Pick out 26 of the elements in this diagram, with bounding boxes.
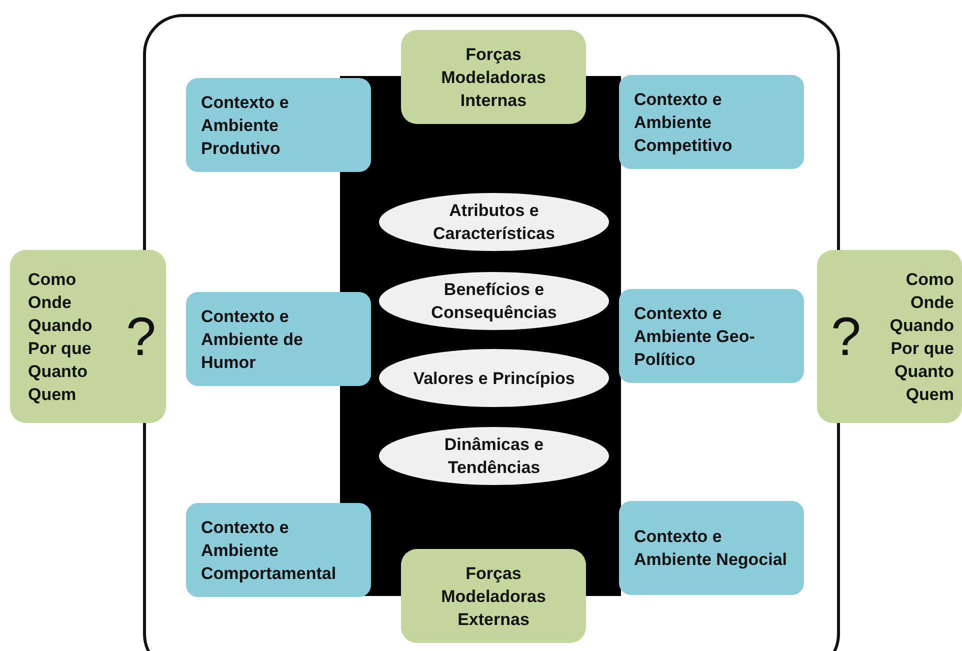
rounded-box <box>186 503 371 597</box>
rounded-box <box>186 78 371 172</box>
box-text: Forças Modeladoras Internas <box>440 44 547 112</box>
rounded-box <box>619 75 804 169</box>
question-mark: ? <box>126 306 156 366</box>
box-text: Contexto e Ambiente Comportamental <box>201 516 338 584</box>
rounded-box <box>817 250 962 423</box>
box-text: Benefícios e Consequências <box>430 279 558 324</box>
box-text: Atributos e Características <box>432 200 556 245</box>
box-text: Valores e Princípios <box>412 368 576 390</box>
rounded-box <box>619 501 804 595</box>
rounded-box <box>619 289 804 383</box>
box-text: Como Onde Quando Por que Quanto Quem <box>28 268 94 406</box>
box-text: Dinâmicas e Tendências <box>443 434 545 479</box>
box-text: Contexto e Ambiente Competitivo <box>634 88 734 156</box>
rounded-box <box>401 549 586 643</box>
box-text: Contexto e Ambiente Negocial <box>634 526 788 571</box>
box-text: Contexto e Ambiente Produtivo <box>201 92 290 160</box>
box-text: Contexto e Ambiente de Humor <box>201 306 304 374</box>
box-text: Forças Modeladoras Externas <box>440 562 547 630</box>
box-text: Como Onde Quando Por que Quanto Quem <box>888 268 954 406</box>
rounded-box <box>186 292 371 386</box>
rounded-box <box>401 30 586 124</box>
rounded-box <box>10 250 166 423</box>
box-text: Contexto e Ambiente Geo-Político <box>634 302 756 370</box>
question-mark: ? <box>831 306 862 366</box>
